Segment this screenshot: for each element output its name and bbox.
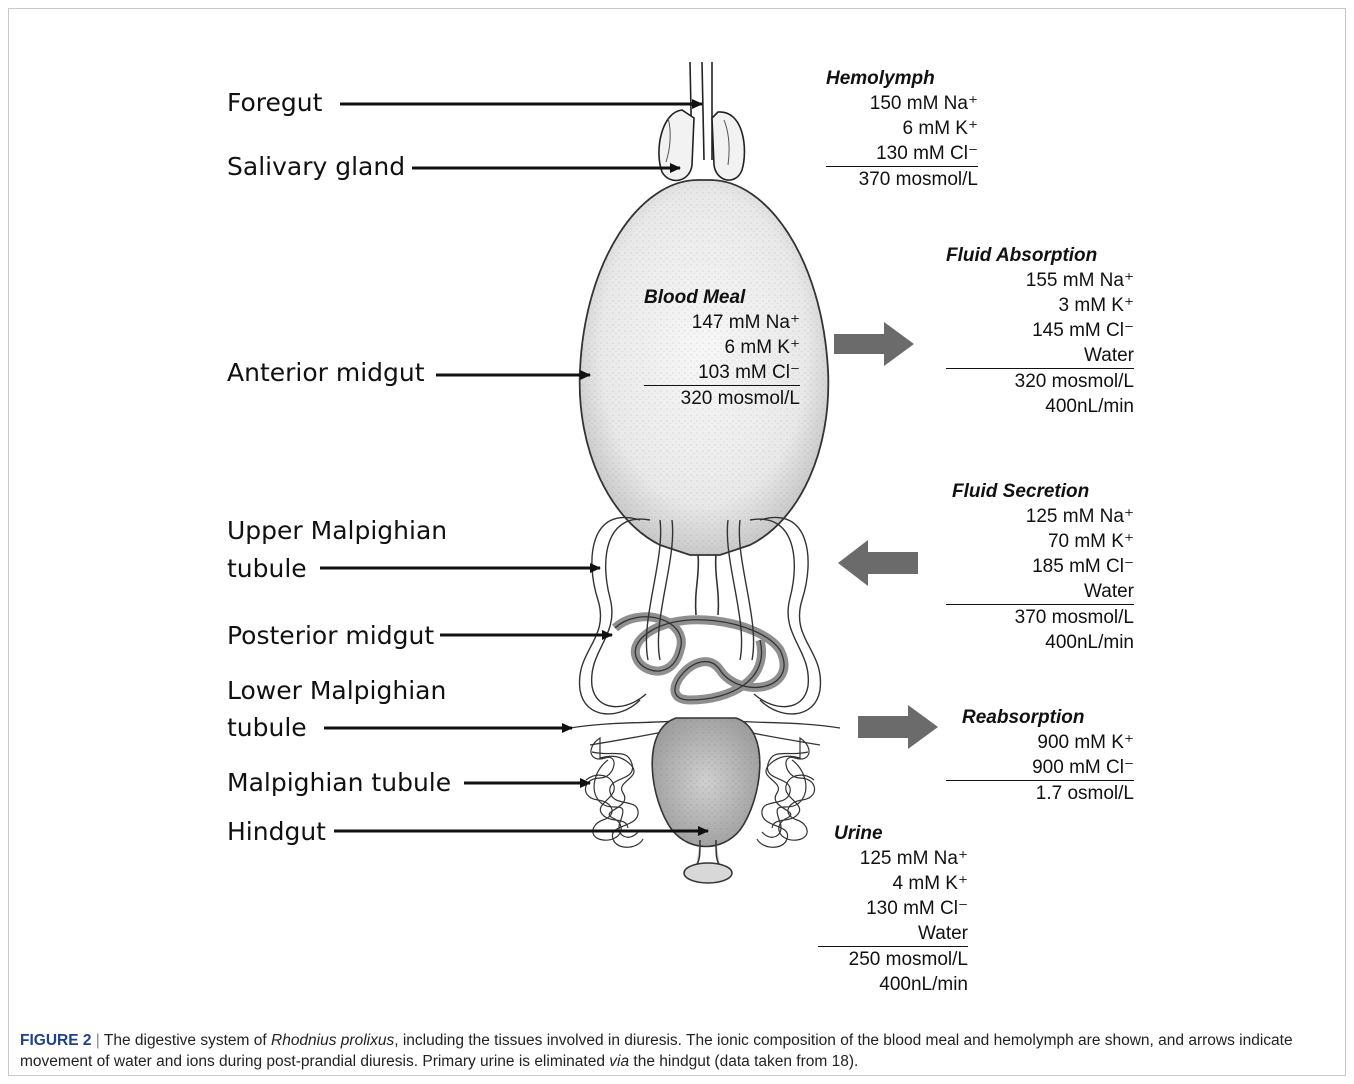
reabsorption-row: 900 mM Cl⁻ [946, 755, 1134, 780]
urine-composition: Urine 125 mM Na⁺ 4 mM K⁺ 130 mM Cl⁻ Wate… [818, 821, 968, 997]
blood-meal-row: 6 mM K⁺ [644, 335, 800, 360]
hemolymph-total: 370 mosmol/L [826, 166, 978, 192]
reabsorption-total: 1.7 osmol/L [946, 780, 1134, 806]
label-foregut: Foregut [227, 88, 322, 118]
hemolymph-composition: Hemolymph 150 mM Na⁺ 6 mM K⁺ 130 mM Cl⁻ … [826, 66, 978, 192]
urine-rate: 400nL/min [818, 972, 968, 997]
caption-species: Rhodnius prolixus [271, 1032, 394, 1049]
fluid-absorption-title: Fluid Absorption [946, 243, 1134, 268]
fluid-absorption-rate: 400nL/min [946, 394, 1134, 419]
label-upper-malpighian-2: tubule [227, 554, 307, 584]
fluid-absorption-flow-arrow [834, 322, 914, 366]
reabsorption-row: 900 mM K⁺ [946, 730, 1134, 755]
fluid-secretion-row: 185 mM Cl⁻ [946, 554, 1134, 579]
fluid-secretion-row: 125 mM Na⁺ [946, 504, 1134, 529]
caption-separator: | [96, 1032, 100, 1049]
label-lower-malpighian-2: tubule [227, 713, 307, 743]
label-lower-malpighian-1: Lower Malpighian [227, 676, 446, 706]
label-anterior-midgut: Anterior midgut [227, 358, 425, 388]
urine-row: 4 mM K⁺ [818, 871, 968, 896]
label-upper-malpighian-1: Upper Malpighian [227, 516, 447, 546]
label-malpighian-tubule: Malpighian tubule [227, 768, 451, 798]
caption-text: The digestive system of [104, 1032, 267, 1049]
urine-row: 125 mM Na⁺ [818, 846, 968, 871]
label-salivary-gland: Salivary gland [227, 152, 405, 182]
fluid-secretion-total: 370 mosmol/L [946, 604, 1134, 630]
fluid-absorption-row: 145 mM Cl⁻ [946, 318, 1134, 343]
fluid-absorption-row: Water [946, 343, 1134, 368]
caption-text: the hindgut (data taken from 18). [633, 1053, 858, 1070]
figure-label: FIGURE 2 [20, 1032, 91, 1049]
fluid-absorption-total: 320 mosmol/L [946, 368, 1134, 394]
fluid-secretion-flow-arrow [838, 540, 918, 586]
reabsorption-flow-arrow [858, 705, 938, 749]
hemolymph-title: Hemolymph [826, 66, 978, 91]
fluid-secretion-title: Fluid Secretion [946, 479, 1134, 504]
urine-row: 130 mM Cl⁻ [818, 896, 968, 921]
fluid-absorption-row: 3 mM K⁺ [946, 293, 1134, 318]
blood-meal-row: 147 mM Na⁺ [644, 310, 800, 335]
hemolymph-row: 130 mM Cl⁻ [826, 141, 978, 166]
blood-meal-row: 103 mM Cl⁻ [644, 360, 800, 385]
hemolymph-row: 6 mM K⁺ [826, 116, 978, 141]
fluid-absorption-composition: Fluid Absorption 155 mM Na⁺ 3 mM K⁺ 145 … [946, 243, 1134, 419]
caption-via: via [609, 1053, 629, 1070]
urine-title: Urine [818, 821, 968, 846]
fluid-secretion-composition: Fluid Secretion 125 mM Na⁺ 70 mM K⁺ 185 … [946, 479, 1134, 655]
urine-total: 250 mosmol/L [818, 946, 968, 972]
figure-caption: FIGURE 2 | The digestive system of Rhodn… [20, 1030, 1330, 1072]
blood-meal-total: 320 mosmol/L [644, 385, 800, 411]
fluid-absorption-row: 155 mM Na⁺ [946, 268, 1134, 293]
label-posterior-midgut: Posterior midgut [227, 621, 434, 651]
reabsorption-title: Reabsorption [946, 705, 1134, 730]
blood-meal-composition: Blood Meal 147 mM Na⁺ 6 mM K⁺ 103 mM Cl⁻… [644, 285, 800, 411]
label-hindgut: Hindgut [227, 817, 326, 847]
hemolymph-row: 150 mM Na⁺ [826, 91, 978, 116]
fluid-secretion-row: 70 mM K⁺ [946, 529, 1134, 554]
blood-meal-title: Blood Meal [644, 285, 800, 310]
fluid-secretion-row: Water [946, 579, 1134, 604]
fluid-secretion-rate: 400nL/min [946, 630, 1134, 655]
urine-row: Water [818, 921, 968, 946]
reabsorption-composition: Reabsorption 900 mM K⁺ 900 mM Cl⁻ 1.7 os… [946, 705, 1134, 806]
